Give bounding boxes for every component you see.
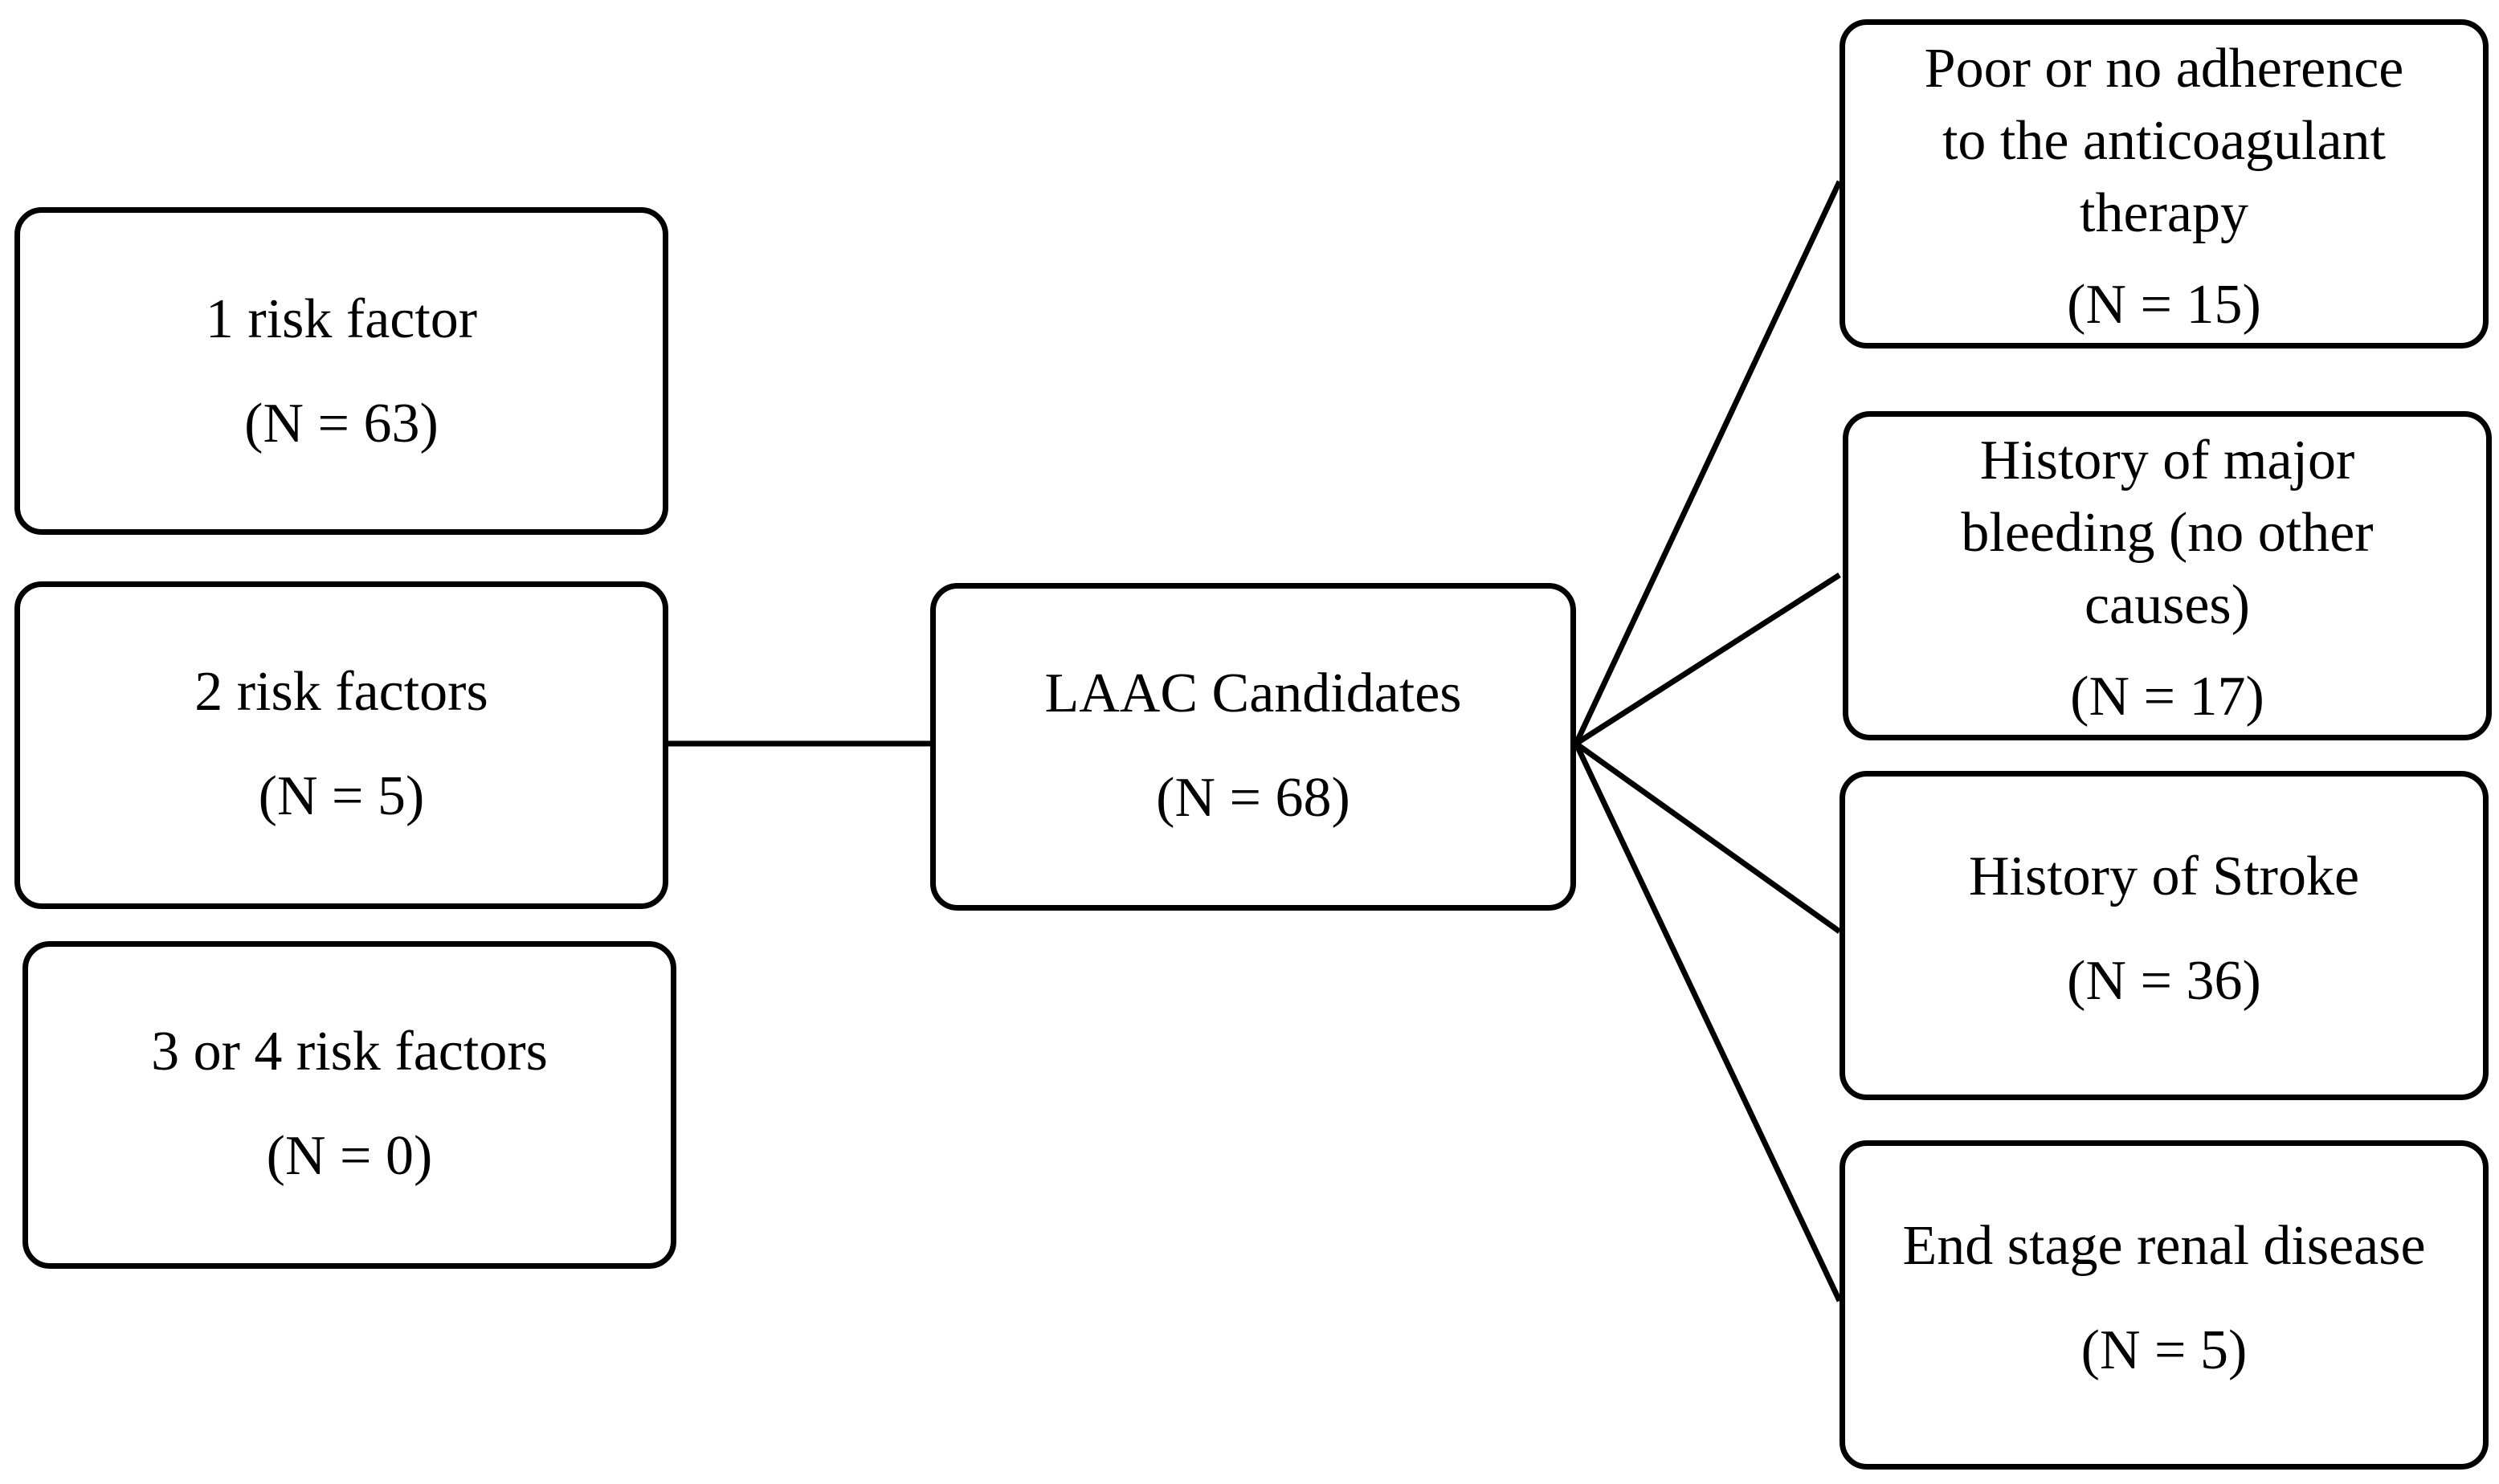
- indication-count: (N = 17): [2070, 666, 2264, 728]
- connector-center-to-adherence: [1573, 180, 1843, 745]
- indication-label-line: History of Stroke: [1968, 846, 2360, 907]
- indication-count: (N = 36): [2067, 950, 2261, 1012]
- risk-factor-count: (N = 5): [258, 765, 425, 827]
- risk-factor-box-1: 1 risk factor (N = 63): [14, 207, 668, 535]
- indication-count: (N = 5): [2080, 1319, 2248, 1381]
- indication-count: (N = 15): [2067, 274, 2261, 336]
- connector-center-to-stroke: [1574, 741, 1842, 934]
- center-box-laac-candidates: LAAC Candidates (N = 68): [930, 583, 1576, 911]
- connector-center-to-renal: [1573, 742, 1843, 1303]
- indication-box-adherence: Poor or no adherence to the anticoagulan…: [1840, 19, 2489, 349]
- indication-label-line: Poor or no adherence: [1924, 38, 2404, 100]
- indication-label-line: bleeding (no other: [1961, 502, 2374, 564]
- indication-box-stroke: History of Stroke (N = 36): [1840, 771, 2489, 1100]
- indication-box-renal: End stage renal disease (N = 5): [1840, 1140, 2489, 1470]
- connector-center-to-bleeding: [1574, 573, 1841, 746]
- risk-factor-label: 3 or 4 risk factors: [151, 1021, 548, 1082]
- center-count: (N = 68): [1156, 767, 1350, 829]
- indication-box-bleeding: History of major bleeding (no other caus…: [1843, 411, 2492, 740]
- center-label: LAAC Candidates: [1044, 662, 1462, 724]
- risk-factor-box-2: 2 risk factors (N = 5): [14, 581, 668, 909]
- indication-label-line: History of major: [1979, 430, 2355, 491]
- indication-label-line: causes): [2084, 574, 2250, 636]
- indication-label-line: to the anticoagulant: [1942, 110, 2387, 172]
- indication-label-line: End stage renal disease: [1902, 1215, 2426, 1277]
- risk-factor-count: (N = 63): [244, 393, 439, 455]
- risk-factor-label: 1 risk factor: [205, 288, 478, 350]
- risk-factor-count: (N = 0): [266, 1125, 433, 1187]
- risk-factor-box-3: 3 or 4 risk factors (N = 0): [22, 941, 676, 1269]
- risk-factor-label: 2 risk factors: [194, 661, 488, 723]
- indication-label-line: therapy: [2080, 182, 2248, 244]
